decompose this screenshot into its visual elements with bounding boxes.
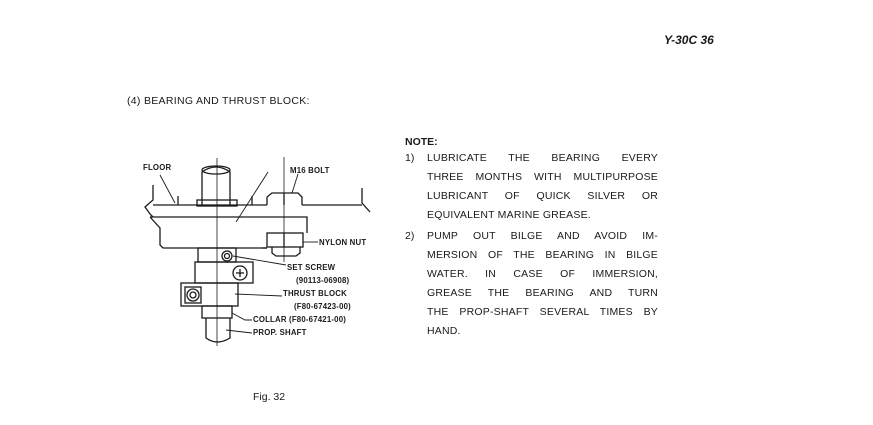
note-line: LUBRICATE THE BEARING EVERY bbox=[427, 152, 658, 164]
section-heading: (4) BEARING AND THRUST BLOCK: bbox=[127, 95, 310, 107]
figure-caption: Fig. 32 bbox=[253, 391, 286, 403]
note-line: THE PROP-SHAFT SEVERAL TIMES BY bbox=[427, 306, 658, 318]
note-line: LUBRICANT OF QUICK SILVER OR bbox=[427, 190, 658, 202]
note-line: MERSION OF THE BEARING IN BILGE bbox=[427, 249, 658, 261]
label-floor: FLOOR bbox=[143, 163, 172, 172]
label-set-screw: SET SCREW bbox=[287, 263, 336, 272]
label-prop-shaft: PROP. SHAFT bbox=[253, 328, 307, 337]
label-set-screw-part: (90113-06908) bbox=[296, 276, 350, 285]
note-line: THREE MONTHS WITH MULTIPURPOSE bbox=[427, 171, 658, 183]
label-nylon-nut: NYLON NUT bbox=[319, 238, 367, 247]
label-collar: COLLAR (F80-67421-00) bbox=[253, 315, 347, 324]
label-thrust-block: THRUST BLOCK bbox=[283, 289, 347, 298]
note-item-number: 1) bbox=[405, 152, 415, 164]
note-title: NOTE: bbox=[405, 136, 438, 148]
page-number: Y-30C 36 bbox=[664, 33, 714, 47]
note-item-number: 2) bbox=[405, 230, 415, 242]
label-thrust-block-part: (F80-67423-00) bbox=[294, 302, 351, 311]
note-line: GREASE THE BEARING AND TURN bbox=[427, 287, 658, 299]
note-line: WATER. IN CASE OF IMMERSION, bbox=[427, 268, 658, 280]
note-line: HAND. bbox=[427, 325, 461, 337]
note-line: PUMP OUT BILGE AND AVOID IM- bbox=[427, 230, 658, 242]
note-line: EQUIVALENT MARINE GREASE. bbox=[427, 209, 591, 221]
label-m16-bolt: M16 BOLT bbox=[290, 166, 330, 175]
